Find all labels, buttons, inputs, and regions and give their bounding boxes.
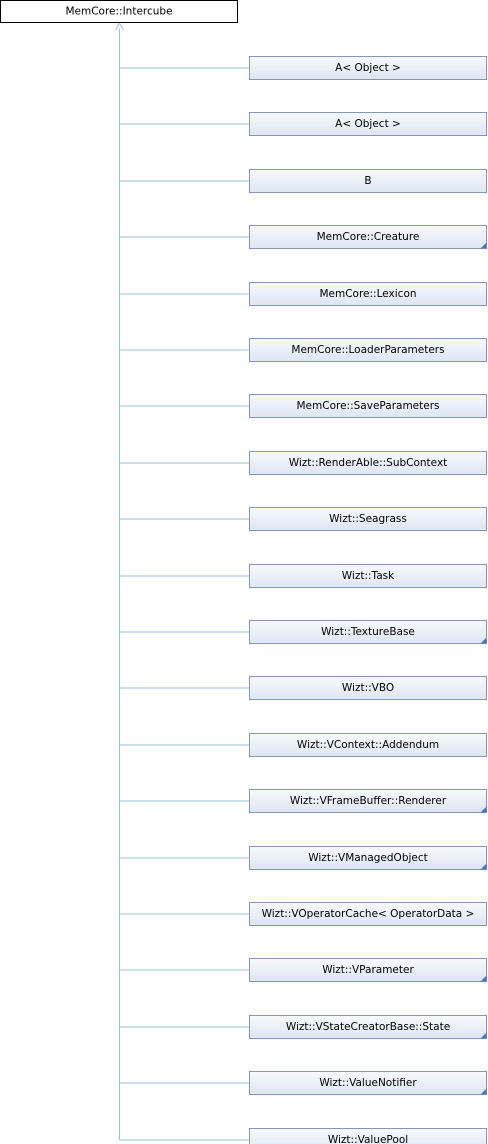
more-subclasses-marker	[480, 806, 487, 813]
derived-class-label: Wizt::Seagrass	[329, 513, 407, 525]
derived-class-node[interactable]: A< Object >	[249, 112, 487, 136]
more-subclasses-marker	[480, 242, 487, 249]
derived-class-box	[249, 451, 487, 475]
derived-class-label: Wizt::TextureBase	[321, 626, 415, 638]
derived-class-box	[249, 507, 487, 531]
base-class-box	[0, 0, 238, 23]
derived-class-box	[249, 338, 487, 362]
derived-class-node[interactable]: Wizt::VBO	[249, 676, 487, 700]
derived-class-node[interactable]: Wizt::ValueNotifier	[249, 1071, 487, 1095]
derived-class-node[interactable]: Wizt::TextureBase	[249, 620, 487, 644]
derived-class-label: MemCore::Lexicon	[319, 288, 416, 300]
derived-class-label: A< Object >	[335, 118, 401, 130]
derived-class-node[interactable]: MemCore::Lexicon	[249, 282, 487, 306]
derived-class-node[interactable]: MemCore::LoaderParameters	[249, 338, 487, 362]
derived-class-node[interactable]: Wizt::VManagedObject	[249, 846, 487, 870]
derived-class-label: A< Object >	[335, 62, 401, 74]
derived-class-label: Wizt::ValuePool	[328, 1134, 408, 1144]
derived-class-box	[249, 225, 487, 249]
derived-class-label: MemCore::LoaderParameters	[291, 344, 444, 356]
derived-class-box	[249, 1128, 487, 1144]
inheritance-links	[115, 21, 250, 1141]
derived-class-box	[249, 789, 487, 813]
derived-class-label: Wizt::Task	[342, 570, 395, 582]
derived-class-box	[249, 282, 487, 306]
derived-class-node[interactable]: Wizt::VStateCreatorBase::State	[249, 1015, 487, 1039]
derived-class-label: Wizt::VParameter	[322, 964, 414, 976]
derived-class-label: B	[364, 175, 371, 187]
derived-class-label: MemCore::Creature	[317, 231, 420, 243]
derived-class-node[interactable]: Wizt::VFrameBuffer::Renderer	[249, 789, 487, 813]
derived-class-node[interactable]: Wizt::Seagrass	[249, 507, 487, 531]
derived-class-node[interactable]: Wizt::RenderAble::SubContext	[249, 451, 487, 475]
derived-class-label: Wizt::ValueNotifier	[319, 1077, 417, 1089]
derived-class-node[interactable]: Wizt::VOperatorCache< OperatorData >	[249, 902, 487, 926]
derived-class-box	[249, 1015, 487, 1039]
derived-class-label: Wizt::VFrameBuffer::Renderer	[290, 795, 447, 807]
derived-class-node[interactable]: Wizt::VParameter	[249, 958, 487, 982]
derived-class-box	[249, 394, 487, 418]
more-subclasses-marker	[480, 863, 487, 870]
derived-class-box	[249, 620, 487, 644]
derived-class-node[interactable]: MemCore::SaveParameters	[249, 394, 487, 418]
derived-class-box	[249, 958, 487, 982]
more-subclasses-marker	[480, 1088, 487, 1095]
derived-class-box	[249, 56, 487, 80]
derived-class-box	[249, 733, 487, 757]
derived-class-label: Wizt::VBO	[342, 682, 394, 694]
derived-class-node[interactable]: A< Object >	[249, 56, 487, 80]
derived-class-box	[249, 169, 487, 193]
base-class-node[interactable]: MemCore::Intercube	[0, 0, 238, 23]
more-subclasses-marker	[480, 975, 487, 982]
derived-class-node[interactable]: MemCore::Creature	[249, 225, 487, 249]
derived-class-box	[249, 1071, 487, 1095]
derived-class-node[interactable]: Wizt::VContext::Addendum	[249, 733, 487, 757]
derived-class-box	[249, 902, 487, 926]
derived-class-box	[249, 112, 487, 136]
derived-class-label: Wizt::RenderAble::SubContext	[289, 457, 448, 469]
derived-class-label: Wizt::VManagedObject	[308, 852, 428, 864]
derived-class-label: Wizt::VContext::Addendum	[297, 739, 439, 751]
derived-class-box	[249, 676, 487, 700]
derived-class-label: MemCore::SaveParameters	[297, 400, 440, 412]
more-subclasses-marker	[480, 1032, 487, 1039]
derived-class-box	[249, 846, 487, 870]
derived-class-node[interactable]: Wizt::Task	[249, 564, 487, 588]
more-subclasses-marker	[480, 637, 487, 644]
derived-class-node[interactable]: B	[249, 169, 487, 193]
derived-class-node[interactable]: Wizt::ValuePool	[249, 1128, 487, 1144]
derived-class-label: Wizt::VStateCreatorBase::State	[286, 1021, 450, 1033]
derived-class-label: Wizt::VOperatorCache< OperatorData >	[262, 908, 475, 920]
derived-class-box	[249, 564, 487, 588]
derived-class-list: A< Object >A< Object >BMemCore::Creature…	[249, 56, 487, 1144]
base-class-label: MemCore::Intercube	[65, 6, 172, 18]
